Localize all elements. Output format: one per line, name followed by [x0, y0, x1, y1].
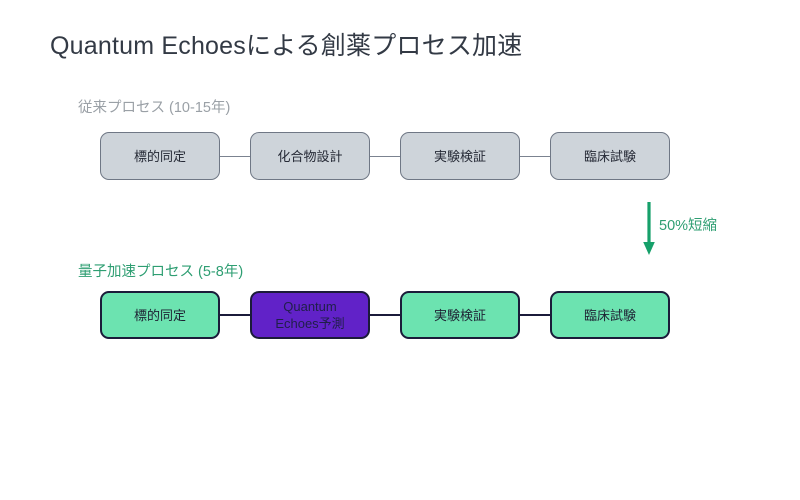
down-arrow-icon	[643, 202, 655, 255]
page-title: Quantum Echoesによる創薬プロセス加速	[50, 32, 523, 60]
process-row-legacy: 標的同定 化合物設計 実験検証 臨床試験	[100, 132, 670, 180]
row-label-legacy: 従来プロセス (10-15年)	[78, 100, 231, 116]
connector-rail-legacy	[100, 155, 670, 158]
time-saving-annotation: 50%短縮	[641, 200, 781, 260]
process-node-quantum-3[interactable]: 実験検証	[400, 291, 520, 339]
process-row-quantum: 標的同定 Quantum Echoes予測 実験検証 臨床試験	[100, 291, 670, 339]
process-node-quantum-1[interactable]: 標的同定	[100, 291, 220, 339]
row-label-quantum: 量子加速プロセス (5-8年)	[78, 264, 244, 280]
process-node-legacy-2[interactable]: 化合物設計	[250, 132, 370, 180]
process-node-legacy-1[interactable]: 標的同定	[100, 132, 220, 180]
process-node-quantum-4[interactable]: 臨床試験	[550, 291, 670, 339]
process-node-quantum-2[interactable]: Quantum Echoes予測	[250, 291, 370, 339]
process-node-legacy-4[interactable]: 臨床試験	[550, 132, 670, 180]
time-saving-label: 50%短縮	[659, 218, 718, 234]
process-node-legacy-3[interactable]: 実験検証	[400, 132, 520, 180]
connector-rail-quantum	[100, 314, 670, 316]
